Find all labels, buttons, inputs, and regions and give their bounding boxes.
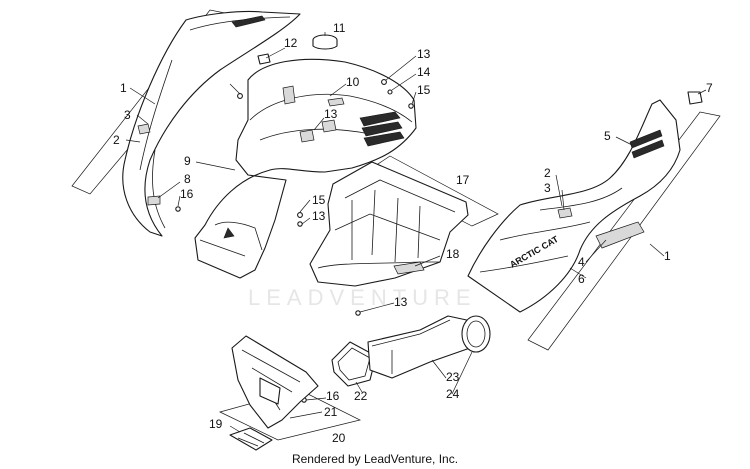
callout-13-c: 13 — [312, 209, 326, 223]
callout-5: 5 — [604, 129, 611, 143]
intake-clamp — [461, 315, 491, 353]
callout-13-d: 13 — [394, 295, 408, 309]
callout-2-left: 2 — [113, 133, 120, 147]
right-panel-group-bracket — [527, 111, 721, 351]
callout-labels: 1 3 2 11 12 13 10 14 15 13 9 8 16 15 13 … — [113, 21, 713, 445]
lower-front-panel — [219, 335, 362, 441]
callout-3-left: 3 — [124, 108, 131, 122]
callout-23: 23 — [446, 370, 460, 384]
front-hood — [194, 58, 417, 279]
callout-10: 10 — [346, 75, 360, 89]
left-side-panel — [71, 9, 301, 237]
callout-15-b: 15 — [312, 193, 326, 207]
intake-gasket — [331, 341, 377, 387]
callout-17: 17 — [456, 173, 470, 187]
leader-lines — [125, 32, 707, 433]
callout-20: 20 — [332, 431, 346, 445]
callout-16-b: 16 — [326, 389, 340, 403]
callout-22: 22 — [354, 389, 368, 403]
callout-11: 11 — [333, 21, 346, 35]
callout-13-b: 13 — [324, 107, 338, 121]
callout-1-right: 1 — [664, 249, 671, 263]
callout-7: 7 — [706, 81, 713, 95]
gas-cap — [312, 34, 338, 50]
callout-18: 18 — [446, 247, 460, 261]
callout-6: 6 — [578, 272, 585, 286]
callout-3-right: 3 — [544, 181, 551, 195]
callout-24: 24 — [446, 387, 460, 401]
callout-12: 12 — [284, 36, 298, 50]
callout-15-a: 15 — [417, 83, 431, 97]
callout-21: 21 — [324, 405, 338, 419]
callout-4: 4 — [578, 255, 585, 269]
callout-8: 8 — [184, 172, 191, 186]
credit-line: Rendered by LeadVenture, Inc. — [291, 452, 459, 466]
callout-2-right: 2 — [544, 166, 551, 180]
inner-tray — [309, 155, 499, 287]
callout-14: 14 — [417, 65, 431, 79]
watermark: LEADVENTURE — [248, 285, 477, 310]
callout-19: 19 — [209, 417, 223, 431]
callout-13-a: 13 — [417, 47, 431, 61]
callout-1-left: 1 — [120, 81, 127, 95]
callout-9: 9 — [184, 154, 191, 168]
callout-16-a: 16 — [180, 187, 194, 201]
clip-7 — [687, 91, 703, 105]
bracket-19 — [229, 427, 273, 451]
intake-duct — [367, 315, 477, 379]
right-side-panel: ARCTIC CAT — [467, 99, 721, 351]
